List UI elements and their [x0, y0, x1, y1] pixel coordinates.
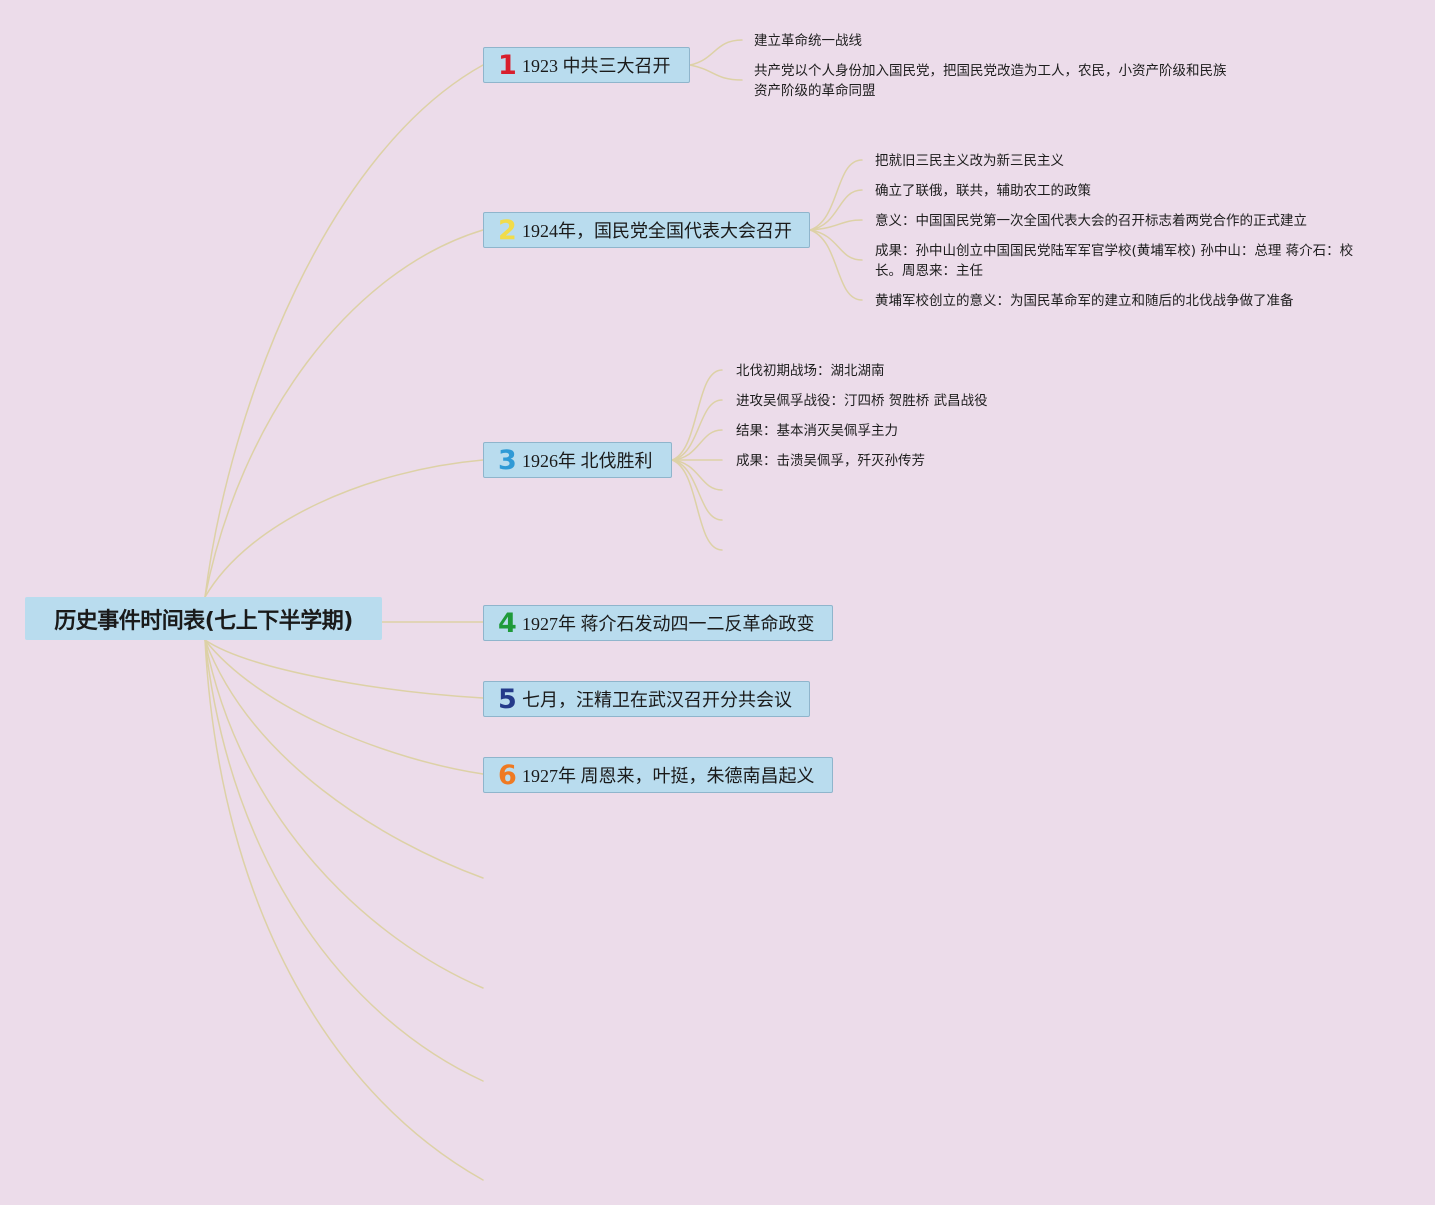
note-t3-2: 进攻吴佩孚战役：汀四桥 贺胜桥 武昌战役: [736, 393, 988, 409]
connector-root-empty-3: [204, 639, 484, 1082]
note-t3-4: 成果：击溃吴佩孚，歼灭孙传芳: [736, 453, 925, 469]
connector-t3-note-3: [671, 429, 723, 461]
connector-t2-note-1: [809, 159, 863, 231]
number-3-icon: 3: [498, 444, 517, 476]
connector-t3-note-2: [671, 399, 723, 461]
topic-title: 1924年，国民党全国代表大会召开: [522, 221, 792, 241]
number-4-icon: 4: [498, 607, 517, 639]
connector-t3-empty-1: [671, 459, 723, 491]
note-t2-2: 确立了联俄，联共，辅助农工的政策: [875, 183, 1091, 199]
connector-root-empty-2: [204, 639, 484, 989]
connector-t3-empty-2: [671, 459, 723, 521]
connector-t3-empty-3: [671, 459, 723, 551]
note-t1-2: 共产党以个人身份加入国民党，把国民党改造为工人，农民，小资产阶级和民族: [754, 63, 1227, 79]
note-t2-1: 把就旧三民主义改为新三民主义: [875, 153, 1064, 169]
number-1-icon: 1: [498, 49, 517, 81]
connector-root-topic-6: [204, 639, 484, 775]
number-6-icon: 6: [498, 759, 517, 791]
number-2-icon: 2: [498, 214, 517, 246]
number-5-icon: 5: [498, 683, 517, 715]
topic-july-wuhan-meeting[interactable]: 5 七月，汪精卫在武汉召开分共会议: [483, 681, 810, 717]
note-t2-5: 黄埔军校创立的意义：为国民革命军的建立和随后的北伐战争做了准备: [875, 293, 1294, 309]
topic-title: 七月，汪精卫在武汉召开分共会议: [522, 690, 792, 710]
note-t2-3: 意义：中国国民党第一次全国代表大会的召开标志着两党合作的正式建立: [875, 213, 1307, 229]
topic-title: 1927年 蒋介石发动四一二反革命政变: [522, 614, 815, 634]
note-t1-1: 建立革命统一战线: [754, 33, 862, 49]
root-topic[interactable]: 历史事件时间表(七上下半学期): [25, 597, 382, 640]
connector-t3-note-1: [671, 369, 723, 461]
connector-t1-note-2: [689, 64, 743, 81]
connector-t1-note-1: [689, 39, 743, 66]
connector-root-topic-3: [204, 459, 484, 598]
topic-1927-april-12-coup[interactable]: 4 1927年 蒋介石发动四一二反革命政变: [483, 605, 833, 641]
topic-title: 1923 中共三大召开: [522, 56, 671, 76]
topic-1924-kmt-congress[interactable]: 2 1924年，国民党全国代表大会召开: [483, 212, 810, 248]
topic-1926-northern-expedition[interactable]: 3 1926年 北伐胜利: [483, 442, 672, 478]
topic-title: 1926年 北伐胜利: [522, 451, 653, 471]
connector-t2-note-3: [809, 219, 863, 231]
connector-t2-note-4: [809, 229, 863, 261]
root-title: 历史事件时间表(七上下半学期): [54, 608, 353, 634]
note-t2-4-cont: 长。周恩来：主任: [875, 263, 983, 279]
note-t2-4: 成果：孙中山创立中国国民党陆军军官学校(黄埔军校) 孙中山：总理 蒋介石：校: [875, 243, 1354, 259]
topic-1927-nanchang-uprising[interactable]: 6 1927年 周恩来，叶挺，朱德南昌起义: [483, 757, 833, 793]
connector-t2-note-5: [809, 229, 863, 301]
connector-root-empty-1: [204, 639, 484, 879]
connector-root-topic-1: [204, 64, 484, 598]
topic-title: 1927年 周恩来，叶挺，朱德南昌起义: [522, 766, 815, 786]
note-t1-2-cont: 资产阶级的革命同盟: [754, 83, 876, 99]
connector-root-topic-2: [204, 229, 484, 598]
topic-1923-third-congress[interactable]: 1 1923 中共三大召开: [483, 47, 690, 83]
note-t3-1: 北伐初期战场：湖北湖南: [736, 363, 885, 379]
note-t3-3: 结果：基本消灭吴佩孚主力: [736, 423, 898, 439]
connector-t2-note-2: [809, 189, 863, 231]
connector-root-topic-5: [204, 639, 484, 699]
connector-root-empty-4: [204, 639, 484, 1181]
